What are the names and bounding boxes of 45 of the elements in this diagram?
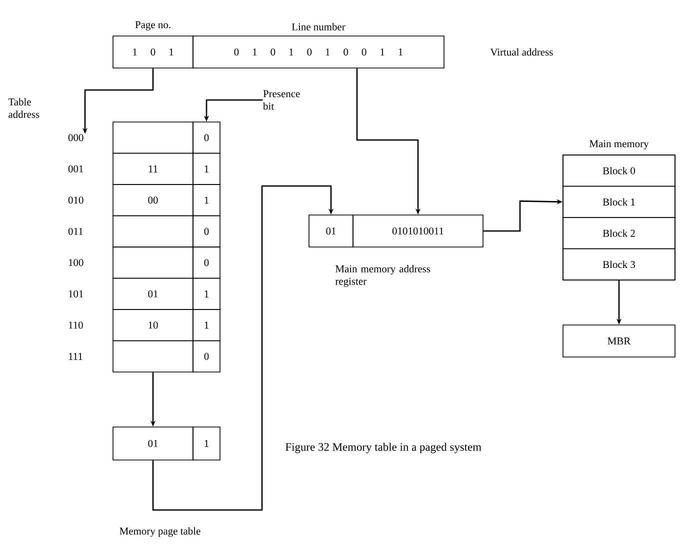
table-cell: 1	[192, 278, 220, 310]
row-address: 011	[68, 228, 83, 235]
register-caption: Virtual address	[490, 48, 553, 56]
table-cell	[112, 122, 194, 154]
table-cell: 1	[192, 152, 220, 185]
figure-caption: Figure 32 Memory table in a paged system	[286, 442, 482, 454]
table-cell: 1	[192, 184, 220, 216]
table-cell: 0	[192, 340, 220, 372]
row-address: 010	[68, 196, 84, 204]
memory-block: Block 3	[562, 248, 676, 280]
row-address: 111	[68, 352, 82, 360]
table-cell	[112, 246, 194, 279]
table-caption: Memory page table	[120, 527, 200, 537]
node-label: Page no.	[135, 21, 170, 30]
row-address: 110	[68, 322, 83, 329]
arrow	[152, 185, 334, 511]
table-cell: 0	[192, 215, 220, 248]
edge-label: Table address	[8, 98, 40, 118]
row-address: 001	[68, 165, 84, 172]
annotation-text: Presence bit	[263, 90, 300, 110]
register-caption: Main memory address register	[335, 265, 430, 287]
node-label: Main memory	[590, 140, 649, 150]
register-field: 01	[112, 426, 194, 460]
table-cell: 0	[192, 122, 220, 154]
table-cell: 10	[112, 309, 194, 342]
row-address: 100	[68, 259, 84, 266]
row-address: 101	[68, 290, 84, 298]
table-cell: 00	[112, 184, 194, 216]
table-cell	[112, 340, 194, 372]
memory-block: Block 0	[562, 154, 676, 187]
register-field: 0101010011	[352, 214, 484, 248]
row-address: 000	[68, 134, 84, 142]
table-cell: 11	[112, 152, 194, 185]
table-cell: 1	[192, 309, 220, 342]
node-label: Line number	[292, 23, 346, 30]
bit-field: 1 0 1 Page no.	[112, 21, 194, 68]
register-field: 01	[308, 214, 354, 248]
bit-field: 0 1 0 1 0 1 0 0 1 1 Line number	[192, 23, 444, 68]
table-cell: 01	[112, 278, 194, 310]
register-field: 1	[192, 426, 220, 460]
register-box: MBR	[562, 324, 676, 358]
memory-block: Block 1	[562, 186, 676, 218]
table-cell: 0	[192, 246, 220, 279]
memory-block: Block 2	[562, 217, 676, 250]
table-cell	[112, 215, 194, 248]
